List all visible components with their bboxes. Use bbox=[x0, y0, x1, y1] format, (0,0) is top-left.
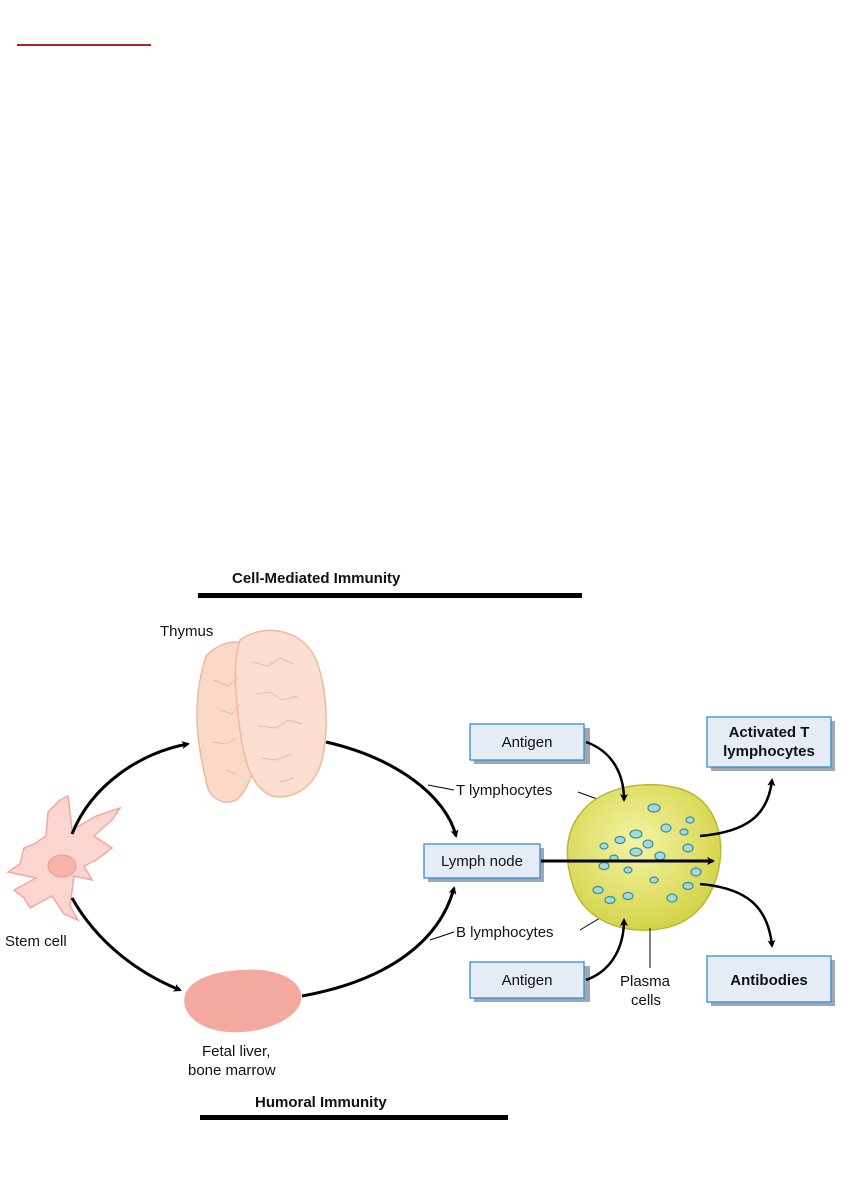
cell-mediated-bar bbox=[198, 593, 582, 598]
stem-cell bbox=[6, 794, 122, 922]
plasma-cells-label-2: cells bbox=[631, 992, 661, 1009]
lymph-node-box: Lymph node bbox=[423, 843, 544, 882]
b-lymphocytes-leader-2 bbox=[579, 917, 601, 931]
b-lymphocytes-label: B lymphocytes bbox=[456, 924, 554, 941]
fetal-liver-organ bbox=[184, 969, 302, 1033]
antibodies-label: Antibodies bbox=[730, 972, 808, 989]
stem-to-thymus-arrow bbox=[70, 741, 190, 835]
lymph-node-box-label: Lymph node bbox=[441, 853, 523, 870]
stem-cell-label: Stem cell bbox=[5, 933, 67, 950]
plasma-cells-label-1: Plasma bbox=[620, 973, 671, 990]
lymph-node-organ bbox=[566, 783, 722, 931]
antigen-top-label: Antigen bbox=[502, 734, 553, 751]
fetal-liver-label-2: bone marrow bbox=[188, 1062, 276, 1079]
header-rule bbox=[17, 44, 151, 46]
t-lymphocytes-leader bbox=[427, 784, 455, 791]
liver-to-lymph-arrow bbox=[301, 886, 457, 998]
antigen-top-box: Antigen bbox=[469, 723, 590, 764]
fetal-liver-label-1: Fetal liver, bbox=[202, 1043, 270, 1060]
antigen-bottom-label: Antigen bbox=[502, 972, 553, 989]
to-activated-t-arrow bbox=[699, 778, 776, 838]
activated-t-box: Activated T lymphocytes bbox=[706, 716, 835, 771]
thymus-organ bbox=[196, 629, 327, 803]
thymus-label: Thymus bbox=[160, 623, 213, 640]
humoral-title: Humoral Immunity bbox=[255, 1094, 387, 1111]
to-antibodies-arrow bbox=[699, 882, 776, 948]
humoral-bar bbox=[200, 1115, 508, 1120]
antigen-top-arrow bbox=[585, 740, 628, 802]
stem-to-liver-arrow bbox=[70, 897, 182, 992]
cell-mediated-title: Cell-Mediated Immunity bbox=[232, 570, 401, 587]
b-lymphocytes-leader bbox=[429, 931, 455, 941]
antibodies-box: Antibodies bbox=[706, 955, 835, 1006]
antigen-bottom-box: Antigen bbox=[469, 961, 590, 1002]
activated-t-label-2: lymphocytes bbox=[723, 743, 815, 760]
thymus-to-lymph-arrow bbox=[325, 740, 459, 838]
t-lymphocytes-label: T lymphocytes bbox=[456, 782, 552, 799]
antigen-bottom-arrow bbox=[585, 918, 628, 982]
activated-t-label-1: Activated T bbox=[729, 724, 810, 741]
